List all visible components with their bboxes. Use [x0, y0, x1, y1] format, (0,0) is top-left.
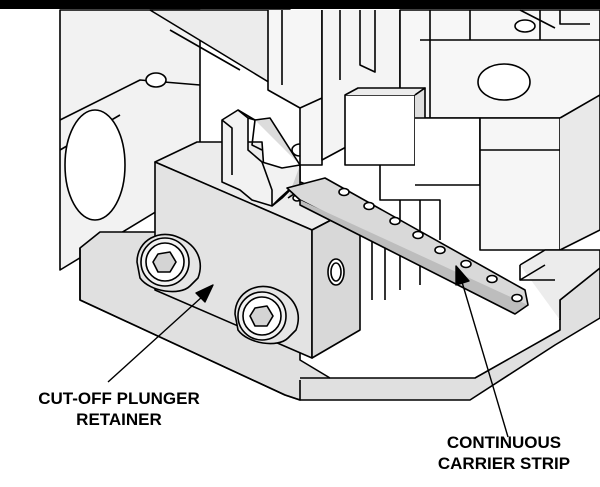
- callout-retainer-line1: CUT-OFF PLUNGER: [38, 389, 200, 408]
- callout-strip-line2: CARRIER STRIP: [437, 454, 571, 473]
- socket-head-cap-screw-lower-icon: [234, 285, 300, 345]
- background-die-blocks: [59, 9, 600, 300]
- leader-arrow-retainer-icon: [107, 284, 214, 383]
- callout-strip-line1: CONTINUOUS: [446, 433, 562, 452]
- top-border-bar: [0, 0, 600, 9]
- continuous-carrier-strip: [286, 177, 529, 315]
- socket-head-cap-screw-upper-icon: [136, 233, 202, 293]
- leader-arrow-strip-icon: [455, 265, 509, 438]
- callout-retainer-line2: RETAINER: [76, 410, 162, 429]
- callout-cut-off-plunger-retainer: CUT-OFF PLUNGER RETAINER: [8, 388, 230, 430]
- callout-continuous-carrier-strip: CONTINUOUS CARRIER STRIP: [412, 432, 596, 474]
